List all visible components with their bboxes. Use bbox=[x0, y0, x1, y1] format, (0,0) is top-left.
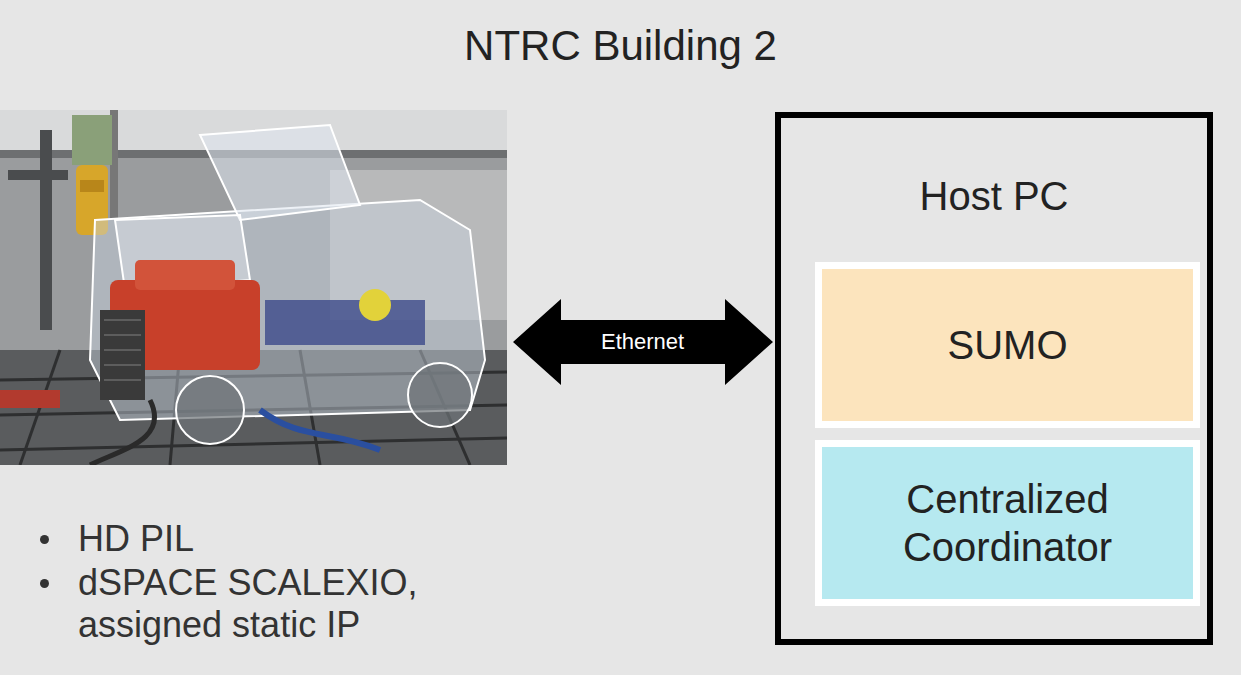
double-arrow bbox=[513, 299, 773, 385]
box-heading: Host PC bbox=[781, 172, 1207, 220]
bullet-text: HD PIL bbox=[78, 518, 438, 560]
test-rig-photo: HD PILdSPACE SCALEXIO, assigned static I… bbox=[0, 110, 507, 465]
bullet-dot bbox=[40, 579, 49, 588]
host-pc-box: Host PC SUMO Centralized Coordinator bbox=[775, 112, 1213, 645]
sumo-box: SUMO bbox=[815, 262, 1200, 428]
bullet-item: dSPACE SCALEXIO, assigned static IP bbox=[0, 562, 500, 646]
bullet-dot bbox=[40, 535, 49, 544]
diagram-title: NTRC Building 2 bbox=[0, 22, 1241, 70]
bullet-item: HD PIL bbox=[0, 518, 500, 560]
box-label: Centralized Coordinator bbox=[838, 475, 1178, 571]
truck-rig-illustration bbox=[0, 110, 507, 465]
coordinator-box: Centralized Coordinator bbox=[815, 440, 1200, 606]
bullet-list: HD PILdSPACE SCALEXIO, assigned static I… bbox=[0, 518, 500, 646]
edge-label: Ethernet bbox=[601, 329, 684, 355]
bullet-text: dSPACE SCALEXIO, assigned static IP bbox=[78, 562, 438, 646]
box-label: SUMO bbox=[948, 321, 1068, 369]
